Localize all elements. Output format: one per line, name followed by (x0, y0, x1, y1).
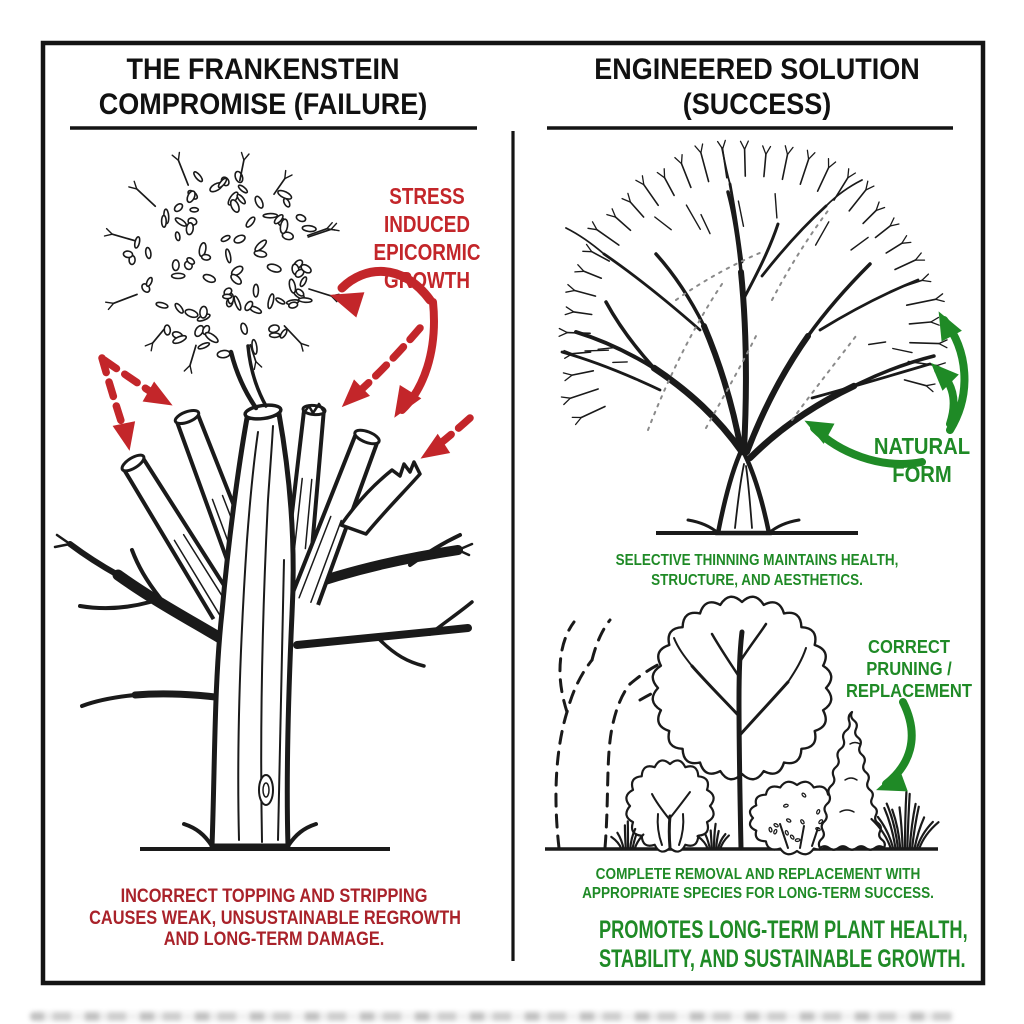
stress-growth-label: STRESS INDUCED EPICORMIC GROWTH (373, 183, 481, 293)
natural-form-label: NATURAL FORM (873, 433, 971, 487)
title-line: ENGINEERED SOLUTION (594, 53, 920, 86)
right-panel-title: ENGINEERED SOLUTION (SUCCESS) (577, 52, 937, 122)
left-panel-caption: INCORRECT TOPPING AND STRIPPING CAUSES W… (89, 886, 461, 950)
correct-pruning-label: CORRECT PRUNING / REPLACEMENT (845, 637, 973, 701)
natural-form-tree-illustration (558, 139, 948, 536)
promotes-health-caption: PROMOTES LONG-TERM PLANT HEALTH, STABILI… (598, 916, 968, 973)
left-panel-title: THE FRANKENSTEIN COMPROMISE (FAILURE) (83, 52, 443, 122)
title-line: THE FRANKENSTEIN (126, 53, 400, 86)
title-line: COMPROMISE (FAILURE) (98, 88, 428, 121)
diagram-border (40, 40, 986, 986)
title-line: (SUCCESS) (682, 88, 832, 121)
selective-thinning-caption: SELECTIVE THINNING MAINTAINS HEALTH, STR… (615, 552, 899, 589)
red-warning-arrows (98, 266, 474, 459)
scan-artifact-strip (30, 1012, 954, 1021)
green-success-arrows (804, 311, 969, 792)
topped-tree-illustration (53, 151, 474, 849)
replacement-planting-illustration (554, 595, 940, 856)
complete-removal-caption: COMPLETE REMOVAL AND REPLACEMENT WITH AP… (582, 866, 934, 902)
